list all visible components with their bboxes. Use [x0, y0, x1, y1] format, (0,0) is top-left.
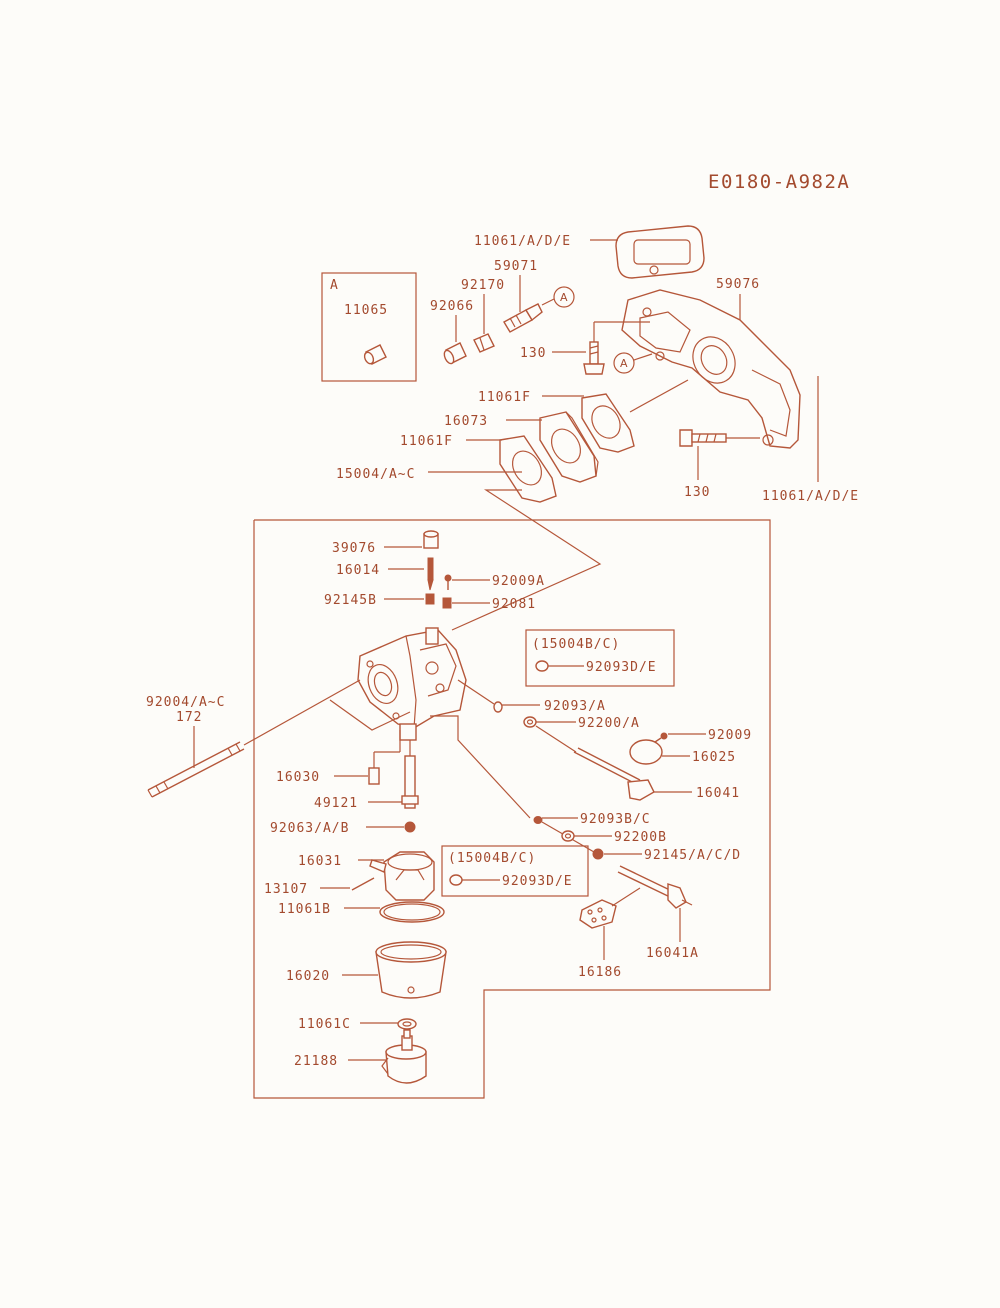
needle-16014 — [427, 557, 434, 591]
label-92063: 92063/A/B — [270, 821, 349, 836]
cap-92066 — [443, 342, 467, 365]
label-59071: 59071 — [494, 259, 538, 274]
stud-92004 — [147, 741, 245, 798]
label-13107: 13107 — [264, 882, 308, 897]
label-172: 172 — [176, 710, 202, 725]
spring-92145acd — [592, 848, 604, 860]
float-16031 — [369, 851, 435, 901]
label-11061f-upper: 11061F — [478, 390, 531, 405]
callout-a-upper — [553, 286, 575, 308]
variant-box-2: (15004B/C) 92093D/E — [441, 845, 589, 897]
spring-92081 — [442, 597, 452, 609]
box1-part: 92093D/E — [586, 660, 657, 675]
label-92200b: 92200B — [614, 830, 667, 845]
label-92009: 92009 — [708, 728, 752, 743]
float-bowl-16020 — [375, 941, 447, 999]
box1-title: (15004B/C) — [532, 637, 620, 652]
label-21188: 21188 — [294, 1054, 338, 1069]
label-92145acd: 92145/A/C/D — [644, 848, 741, 863]
variant-box-1: (15004B/C) 92093D/E — [525, 629, 675, 687]
box2-part: 92093D/E — [502, 874, 573, 889]
label-11061b: 11061B — [278, 902, 331, 917]
washer-92093bc — [533, 816, 543, 824]
pin-13107 — [351, 877, 375, 891]
box2-title: (15004B/C) — [448, 851, 536, 866]
label-130-bottom: 130 — [684, 485, 710, 500]
gasket-11061b — [379, 901, 445, 923]
solenoid-21188 — [381, 1029, 427, 1084]
tube-49121 — [401, 755, 419, 809]
clip-92170 — [473, 333, 495, 353]
label-92081: 92081 — [492, 597, 536, 612]
jet-16030 — [368, 767, 380, 785]
choke-plate-16186 — [579, 899, 617, 929]
diagram-code: E0180-A982A — [708, 171, 850, 193]
throttle-plate-16025 — [629, 739, 663, 765]
svg-text:A: A — [560, 291, 568, 304]
label-11061-ade-bottom: 11061/A/D/E — [762, 489, 859, 504]
gasket-11061-top — [615, 225, 705, 279]
intake-manifold-59076 — [621, 289, 801, 449]
svg-text:A: A — [620, 357, 628, 370]
inset-box-a: A 11065 — [321, 272, 417, 382]
bolt-130-top — [583, 341, 605, 375]
label-16030: 16030 — [276, 770, 320, 785]
washer-92200a — [523, 716, 537, 728]
label-130-top: 130 — [520, 346, 546, 361]
label-92093-a: 92093/A — [544, 699, 606, 714]
label-16073: 16073 — [444, 414, 488, 429]
pin-11065 — [363, 344, 387, 365]
label-16041a: 16041A — [646, 946, 699, 961]
fitting-59071 — [503, 303, 543, 333]
oring-92063 — [404, 821, 416, 833]
carburetor-body — [357, 627, 467, 741]
bolt-130-bottom — [679, 429, 727, 447]
label-92066: 92066 — [430, 299, 474, 314]
screw-92009a — [444, 574, 452, 590]
washer-11061c — [397, 1018, 417, 1030]
label-15004-ac: 15004/A~C — [336, 467, 415, 482]
label-16025: 16025 — [692, 750, 736, 765]
label-92093bc: 92093B/C — [580, 812, 651, 827]
label-92004: 92004/A~C — [146, 695, 225, 710]
gasket-11061f-upper — [581, 393, 635, 453]
washer-92200b — [561, 830, 575, 842]
label-11061f-lower: 11061F — [400, 434, 453, 449]
label-92170: 92170 — [461, 278, 505, 293]
label-16031: 16031 — [298, 854, 342, 869]
cap-39076 — [423, 530, 439, 549]
spring-92145b — [425, 593, 435, 605]
callout-a-lower — [613, 352, 635, 374]
label-16014: 16014 — [336, 563, 380, 578]
spacer-16073 — [539, 411, 599, 483]
throttle-shaft-16041 — [573, 747, 655, 801]
assembly-boundary — [253, 519, 771, 1099]
label-92200-a: 92200/A — [578, 716, 640, 731]
screw-92009 — [654, 732, 668, 743]
label-16020: 16020 — [286, 969, 330, 984]
washer-92093a — [493, 701, 503, 713]
inset-box-title: A — [330, 278, 339, 293]
label-92009a: 92009A — [492, 574, 545, 589]
label-11061c: 11061C — [298, 1017, 351, 1032]
label-92145b: 92145B — [324, 593, 377, 608]
label-39076: 39076 — [332, 541, 376, 556]
choke-shaft-16041a — [617, 865, 693, 909]
label-49121: 49121 — [314, 796, 358, 811]
label-16186: 16186 — [578, 965, 622, 980]
label-11061-ade-top: 11061/A/D/E — [474, 234, 571, 249]
label-59076: 59076 — [716, 277, 760, 292]
label-11065: 11065 — [344, 303, 388, 318]
gasket-11061f-lower — [499, 435, 557, 503]
label-16041: 16041 — [696, 786, 740, 801]
